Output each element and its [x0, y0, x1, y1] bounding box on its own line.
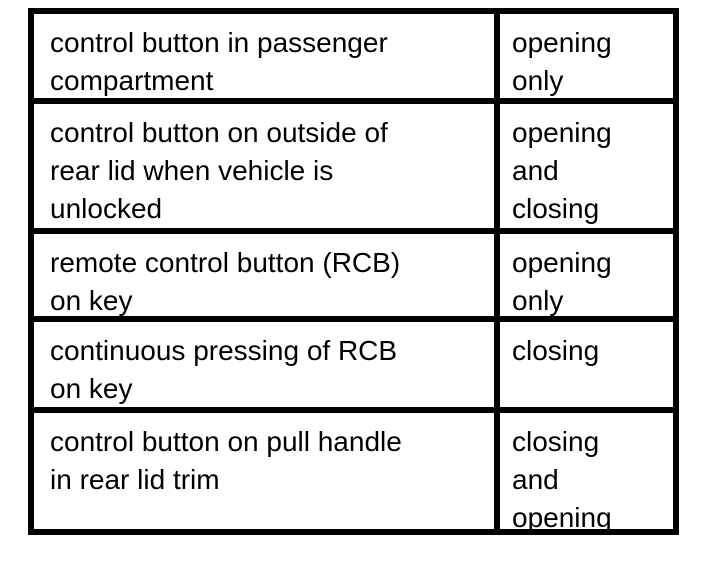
trigger-cell: control button on outside of rear lid wh…	[34, 104, 494, 228]
function-cell: closing and opening	[500, 413, 673, 529]
trigger-cell: control button on pull handle in rear li…	[34, 413, 494, 529]
function-cell: opening only	[500, 14, 673, 98]
rear-lid-controls-table: control button in passenger compartment …	[28, 8, 679, 535]
function-cell: opening only	[500, 234, 673, 316]
function-cell: opening and closing	[500, 104, 673, 228]
trigger-cell: control button in passenger compartment	[34, 14, 494, 98]
trigger-cell: remote control button (RCB) on key	[34, 234, 494, 316]
function-cell: closing	[500, 322, 673, 407]
trigger-cell: continuous pressing of RCB on key	[34, 322, 494, 407]
